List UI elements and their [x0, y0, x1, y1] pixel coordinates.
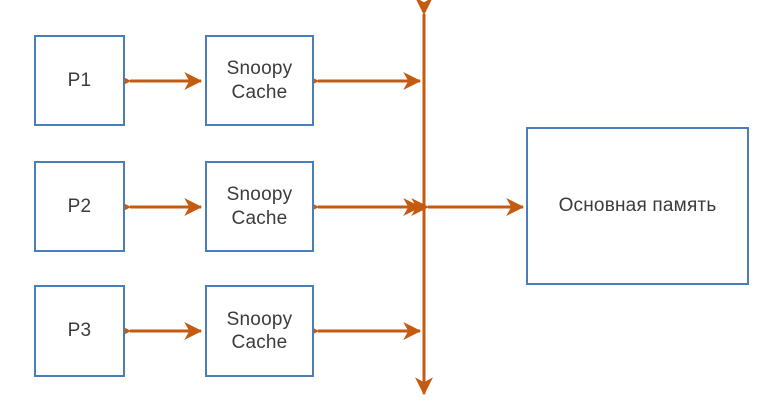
cache-box-3[interactable]: Snoopy Cache	[205, 285, 314, 377]
processor-box-p2[interactable]: P2	[34, 161, 125, 252]
cache-box-1[interactable]: Snoopy Cache	[205, 35, 314, 126]
processor-box-p3[interactable]: P3	[34, 285, 125, 377]
main-memory-box[interactable]: Основная память	[526, 127, 749, 285]
processor-label-p3: P3	[67, 320, 92, 342]
cache-label-2: Snoopy Cache	[226, 184, 293, 229]
main-memory-label: Основная память	[558, 195, 717, 217]
cache-box-2[interactable]: Snoopy Cache	[205, 161, 314, 252]
processor-box-p1[interactable]: P1	[34, 35, 125, 126]
cache-label-1: Snoopy Cache	[226, 58, 293, 103]
processor-label-p1: P1	[67, 69, 92, 91]
processor-label-p2: P2	[67, 195, 92, 217]
cache-label-3: Snoopy Cache	[226, 308, 293, 353]
